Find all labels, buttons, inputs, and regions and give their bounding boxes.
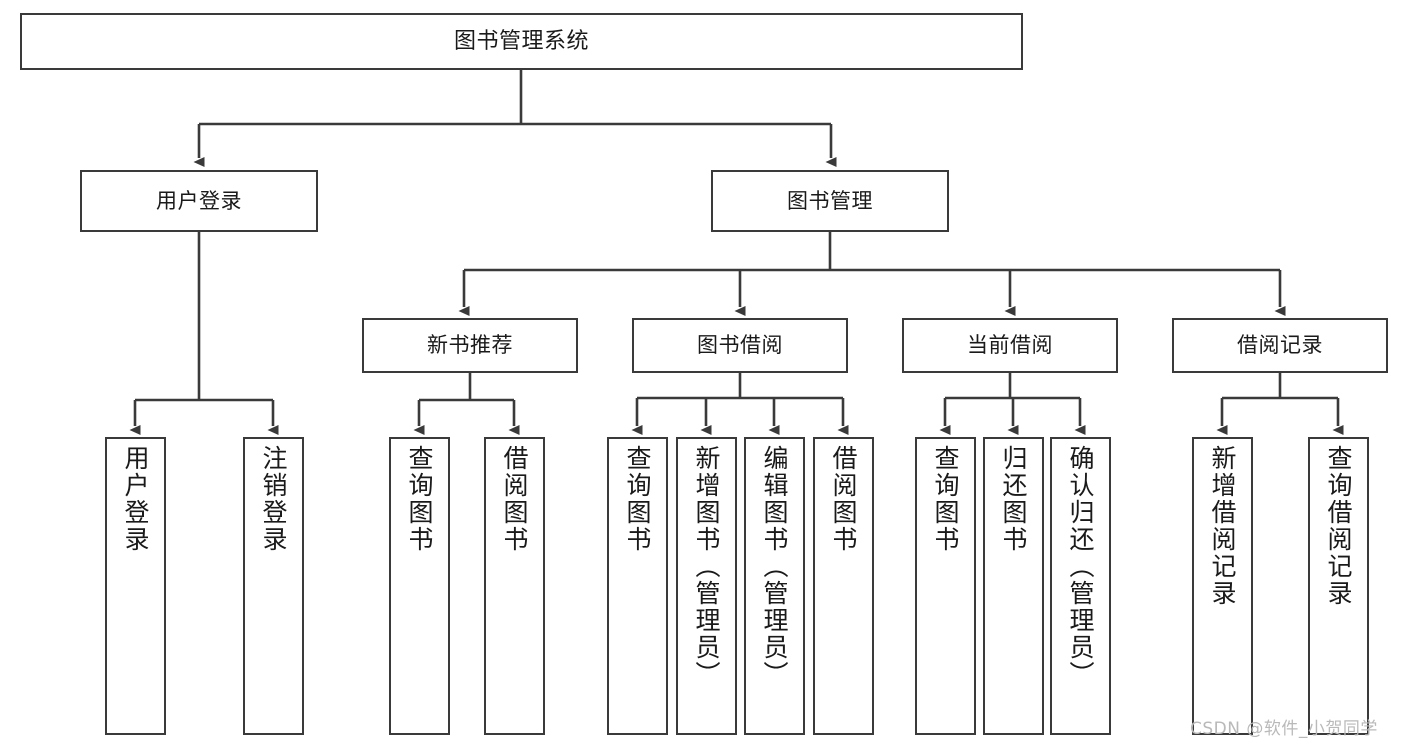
node-label: 图书管理系统	[453, 28, 589, 54]
leaf-current-query-book[interactable]: 查询图书	[915, 437, 976, 735]
node-current-borrow[interactable]: 当前借阅	[902, 318, 1118, 373]
leaf-user-login-login[interactable]: 用户登录	[105, 437, 166, 735]
leaf-borrow-borrow-book[interactable]: 借阅图书	[813, 437, 874, 735]
node-borrow-record[interactable]: 借阅记录	[1172, 318, 1388, 373]
node-label: 确认归还（管理员）	[1066, 445, 1095, 688]
node-label: 当前借阅	[967, 333, 1053, 358]
node-label: 查询图书	[931, 445, 960, 553]
leaf-record-query-record[interactable]: 查询借阅记录	[1308, 437, 1369, 735]
leaf-user-login-logout[interactable]: 注销登录	[243, 437, 304, 735]
node-user-login[interactable]: 用户登录	[80, 170, 318, 232]
node-label: 新书推荐	[427, 333, 513, 358]
leaf-borrow-edit-book-admin[interactable]: 编辑图书（管理员）	[744, 437, 805, 735]
node-new-book-recommend[interactable]: 新书推荐	[362, 318, 578, 373]
leaf-current-return-book[interactable]: 归还图书	[983, 437, 1044, 735]
node-label: 图书管理	[787, 188, 873, 213]
node-label: 新增图书（管理员）	[692, 445, 721, 688]
leaf-borrow-add-book-admin[interactable]: 新增图书（管理员）	[676, 437, 737, 735]
node-label: 借阅图书	[829, 445, 858, 553]
node-label: 查询图书	[405, 445, 434, 553]
node-label: 查询图书	[623, 445, 652, 553]
node-root-system[interactable]: 图书管理系统	[20, 13, 1023, 70]
node-label: 编辑图书（管理员）	[760, 445, 789, 688]
node-label: 注销登录	[259, 445, 288, 553]
node-label: 用户登录	[121, 445, 150, 553]
node-label: 归还图书	[999, 445, 1028, 553]
node-label: 图书借阅	[697, 333, 783, 358]
leaf-record-add-record[interactable]: 新增借阅记录	[1192, 437, 1253, 735]
node-label: 查询借阅记录	[1324, 445, 1353, 607]
node-label: 新增借阅记录	[1208, 445, 1237, 607]
leaf-current-confirm-return-admin[interactable]: 确认归还（管理员）	[1050, 437, 1111, 735]
node-label: 用户登录	[156, 188, 242, 213]
node-book-management[interactable]: 图书管理	[711, 170, 949, 232]
node-book-borrow[interactable]: 图书借阅	[632, 318, 848, 373]
leaf-recommend-query-book[interactable]: 查询图书	[389, 437, 450, 735]
node-label: 借阅图书	[500, 445, 529, 553]
node-label: 借阅记录	[1237, 333, 1323, 358]
csdn-watermark: CSDN @软件_小贺同学	[1190, 719, 1378, 739]
leaf-recommend-borrow-book[interactable]: 借阅图书	[484, 437, 545, 735]
leaf-borrow-query-book[interactable]: 查询图书	[607, 437, 668, 735]
